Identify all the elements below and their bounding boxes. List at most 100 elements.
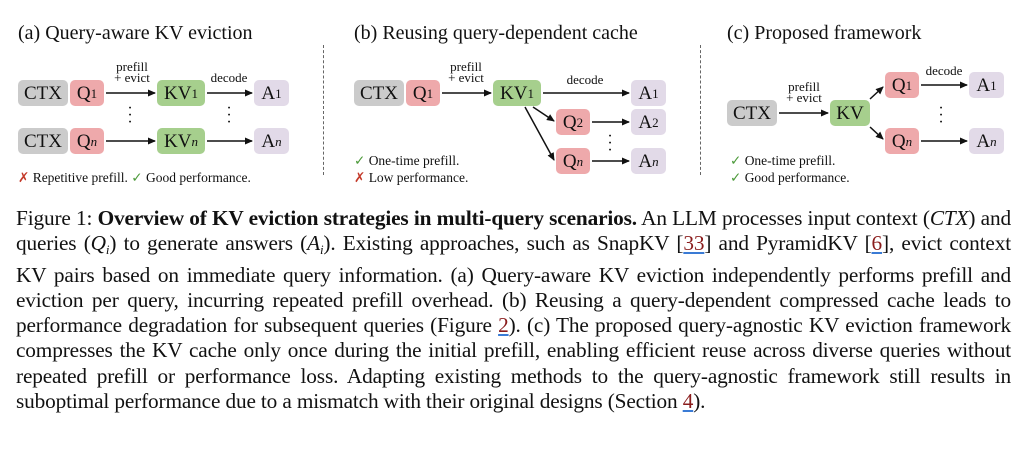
node-subscript: n bbox=[275, 135, 282, 148]
panel-divider bbox=[323, 45, 324, 175]
note-text: Low performance. bbox=[368, 170, 469, 185]
caption-text: An LLM processes input context ( bbox=[641, 206, 930, 230]
node-text: A bbox=[261, 130, 276, 152]
note-text: One-time prefill. bbox=[744, 153, 836, 168]
panel-c-note-1: ✓ One-time prefill. bbox=[730, 153, 835, 169]
node-subscript: n bbox=[191, 135, 198, 148]
caption-math: CTX bbox=[929, 206, 969, 230]
node-subscript: 1 bbox=[426, 85, 434, 101]
panel-b-prefill-label: prefill bbox=[450, 59, 482, 74]
node-text: Q bbox=[76, 130, 91, 152]
node-text: A bbox=[638, 111, 653, 133]
arrow-b-kv-to-q2 bbox=[532, 106, 555, 122]
node-subscript: 1 bbox=[990, 77, 997, 93]
node-text: Q bbox=[562, 150, 577, 172]
panel-b-note-1: ✓ One-time prefill. bbox=[354, 153, 459, 169]
node-text: KV bbox=[164, 82, 192, 104]
node-subscript: 1 bbox=[905, 77, 913, 93]
caption-text: ) to generate answers ( bbox=[109, 231, 308, 256]
caption-text: ) and queries ( bbox=[16, 206, 1011, 256]
panel-c-ctx-node: CTX bbox=[727, 100, 777, 126]
node-subscript: n bbox=[91, 135, 98, 148]
node-subscript-italic: n bbox=[990, 133, 997, 149]
caption-text: ] and PyramidKV [ bbox=[704, 231, 872, 256]
panel-b-title: (b) Reusing query-dependent cache bbox=[354, 22, 638, 44]
node-subscript: n bbox=[990, 135, 997, 148]
node-subscript-italic: n bbox=[905, 133, 913, 149]
node-subscript: n bbox=[577, 155, 584, 168]
node-subscript: 2 bbox=[576, 114, 584, 130]
caption-math: A bbox=[307, 231, 320, 256]
node-subscript: 2 bbox=[652, 114, 659, 130]
caption-math-sub: i bbox=[105, 242, 110, 258]
caption-label: Figure 1: bbox=[16, 206, 93, 230]
node-text: A bbox=[976, 74, 991, 96]
check-icon: ✓ bbox=[131, 170, 143, 185]
caption-title: Overview of KV eviction strategies in mu… bbox=[97, 206, 637, 230]
panel-a-ellipsis-right: ··· bbox=[226, 100, 232, 131]
node-text: KV bbox=[164, 130, 192, 152]
panel-b-evict-label: + evict bbox=[448, 70, 484, 85]
node-text: A bbox=[638, 82, 653, 104]
panel-b-ellipsis: ··· bbox=[607, 128, 613, 159]
diagram-arrows bbox=[106, 81, 968, 165]
cross-icon: ✗ bbox=[354, 170, 366, 185]
node-text: Q bbox=[891, 130, 906, 152]
panel-c-decode-label: decode bbox=[925, 63, 963, 78]
node-subscript-italic: n bbox=[576, 153, 584, 169]
note-text: Good performance. bbox=[744, 170, 850, 185]
node-subscript: n bbox=[906, 135, 913, 148]
node-text: Q bbox=[412, 82, 427, 104]
note-text: One-time prefill. bbox=[368, 153, 460, 168]
caption-text: ). Existing approaches, such as SnapKV [ bbox=[323, 231, 684, 256]
citation-link[interactable]: 33 bbox=[683, 231, 705, 256]
node-subscript-italic: n bbox=[90, 133, 98, 149]
node-text: Q bbox=[562, 111, 577, 133]
panel-a-ellipsis-left: ··· bbox=[127, 100, 133, 131]
panel-divider bbox=[700, 45, 701, 175]
node-subscript-italic: n bbox=[275, 133, 282, 149]
node-subscript: 1 bbox=[275, 85, 282, 101]
panel-c-prefill-label: prefill bbox=[788, 79, 820, 94]
panel-b-ctx-node: CTX bbox=[354, 80, 404, 106]
node-subscript: 1 bbox=[527, 85, 534, 101]
figure-link[interactable]: 2 bbox=[498, 313, 509, 338]
node-text: A bbox=[976, 130, 991, 152]
section-link[interactable]: 4 bbox=[682, 389, 694, 414]
node-text: Q bbox=[891, 74, 906, 96]
citation-link[interactable]: 6 bbox=[871, 231, 883, 256]
node-subscript: 1 bbox=[652, 85, 659, 101]
check-icon: ✓ bbox=[354, 153, 366, 168]
panel-c-kv-node: KV bbox=[830, 100, 870, 126]
check-icon: ✓ bbox=[730, 170, 742, 185]
caption-math-sub: i bbox=[319, 242, 324, 258]
node-subscript: 1 bbox=[90, 85, 98, 101]
caption-text: ], evict context KV pairs based on immed… bbox=[16, 231, 1011, 338]
panel-a-evict-label: + evict bbox=[114, 70, 150, 85]
panel-b-note-2: ✗ Low performance. bbox=[354, 170, 468, 186]
node-subscript: 1 bbox=[191, 85, 198, 101]
panel-c-note-2: ✓ Good performance. bbox=[730, 170, 850, 186]
panel-a-title: (a) Query-aware KV eviction bbox=[18, 22, 253, 44]
node-subscript: n bbox=[652, 155, 659, 168]
caption-text: ). (c) The proposed query-agnostic KV ev… bbox=[16, 313, 1011, 414]
panel-c-ellipsis: ··· bbox=[938, 100, 944, 131]
figure-caption: Figure 1: Overview of KV eviction strate… bbox=[16, 206, 1011, 414]
panel-a-prefill-label: prefill bbox=[116, 59, 148, 74]
panel-a-notes: ✗ Repetitive prefill. ✓ Good performance… bbox=[18, 170, 251, 186]
node-text: Q bbox=[76, 82, 91, 104]
panel-a-ctx-node-1: CTX bbox=[18, 80, 68, 106]
